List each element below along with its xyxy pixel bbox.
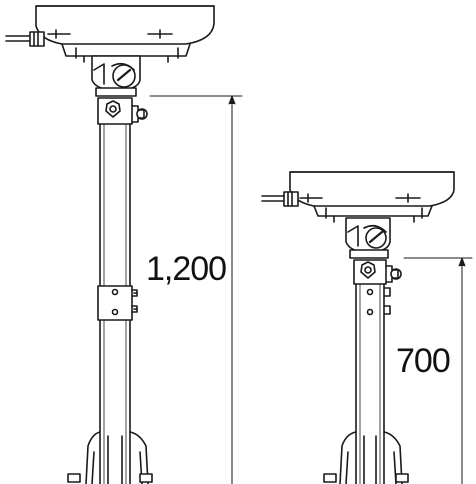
tall-camera-housing	[35, 5, 215, 63]
tall-column-clamp	[97, 97, 148, 125]
dimension-label-1200: 1,200	[146, 250, 227, 288]
short-cable	[261, 191, 299, 207]
tall-height-sleeve	[97, 285, 138, 321]
short-mount	[261, 171, 473, 484]
short-pan-tilt-head	[345, 217, 391, 259]
short-base	[323, 431, 409, 484]
short-dimension-line	[403, 257, 473, 484]
short-column	[355, 283, 391, 484]
dimension-label-700: 700	[396, 342, 451, 380]
tall-dimension-line	[149, 95, 243, 484]
tall-mount	[5, 5, 243, 484]
tall-base	[67, 431, 153, 484]
short-column-clamp	[353, 259, 402, 285]
short-camera-housing	[289, 171, 455, 223]
tall-pan-tilt-head	[91, 55, 141, 97]
tall-cable	[5, 31, 45, 47]
